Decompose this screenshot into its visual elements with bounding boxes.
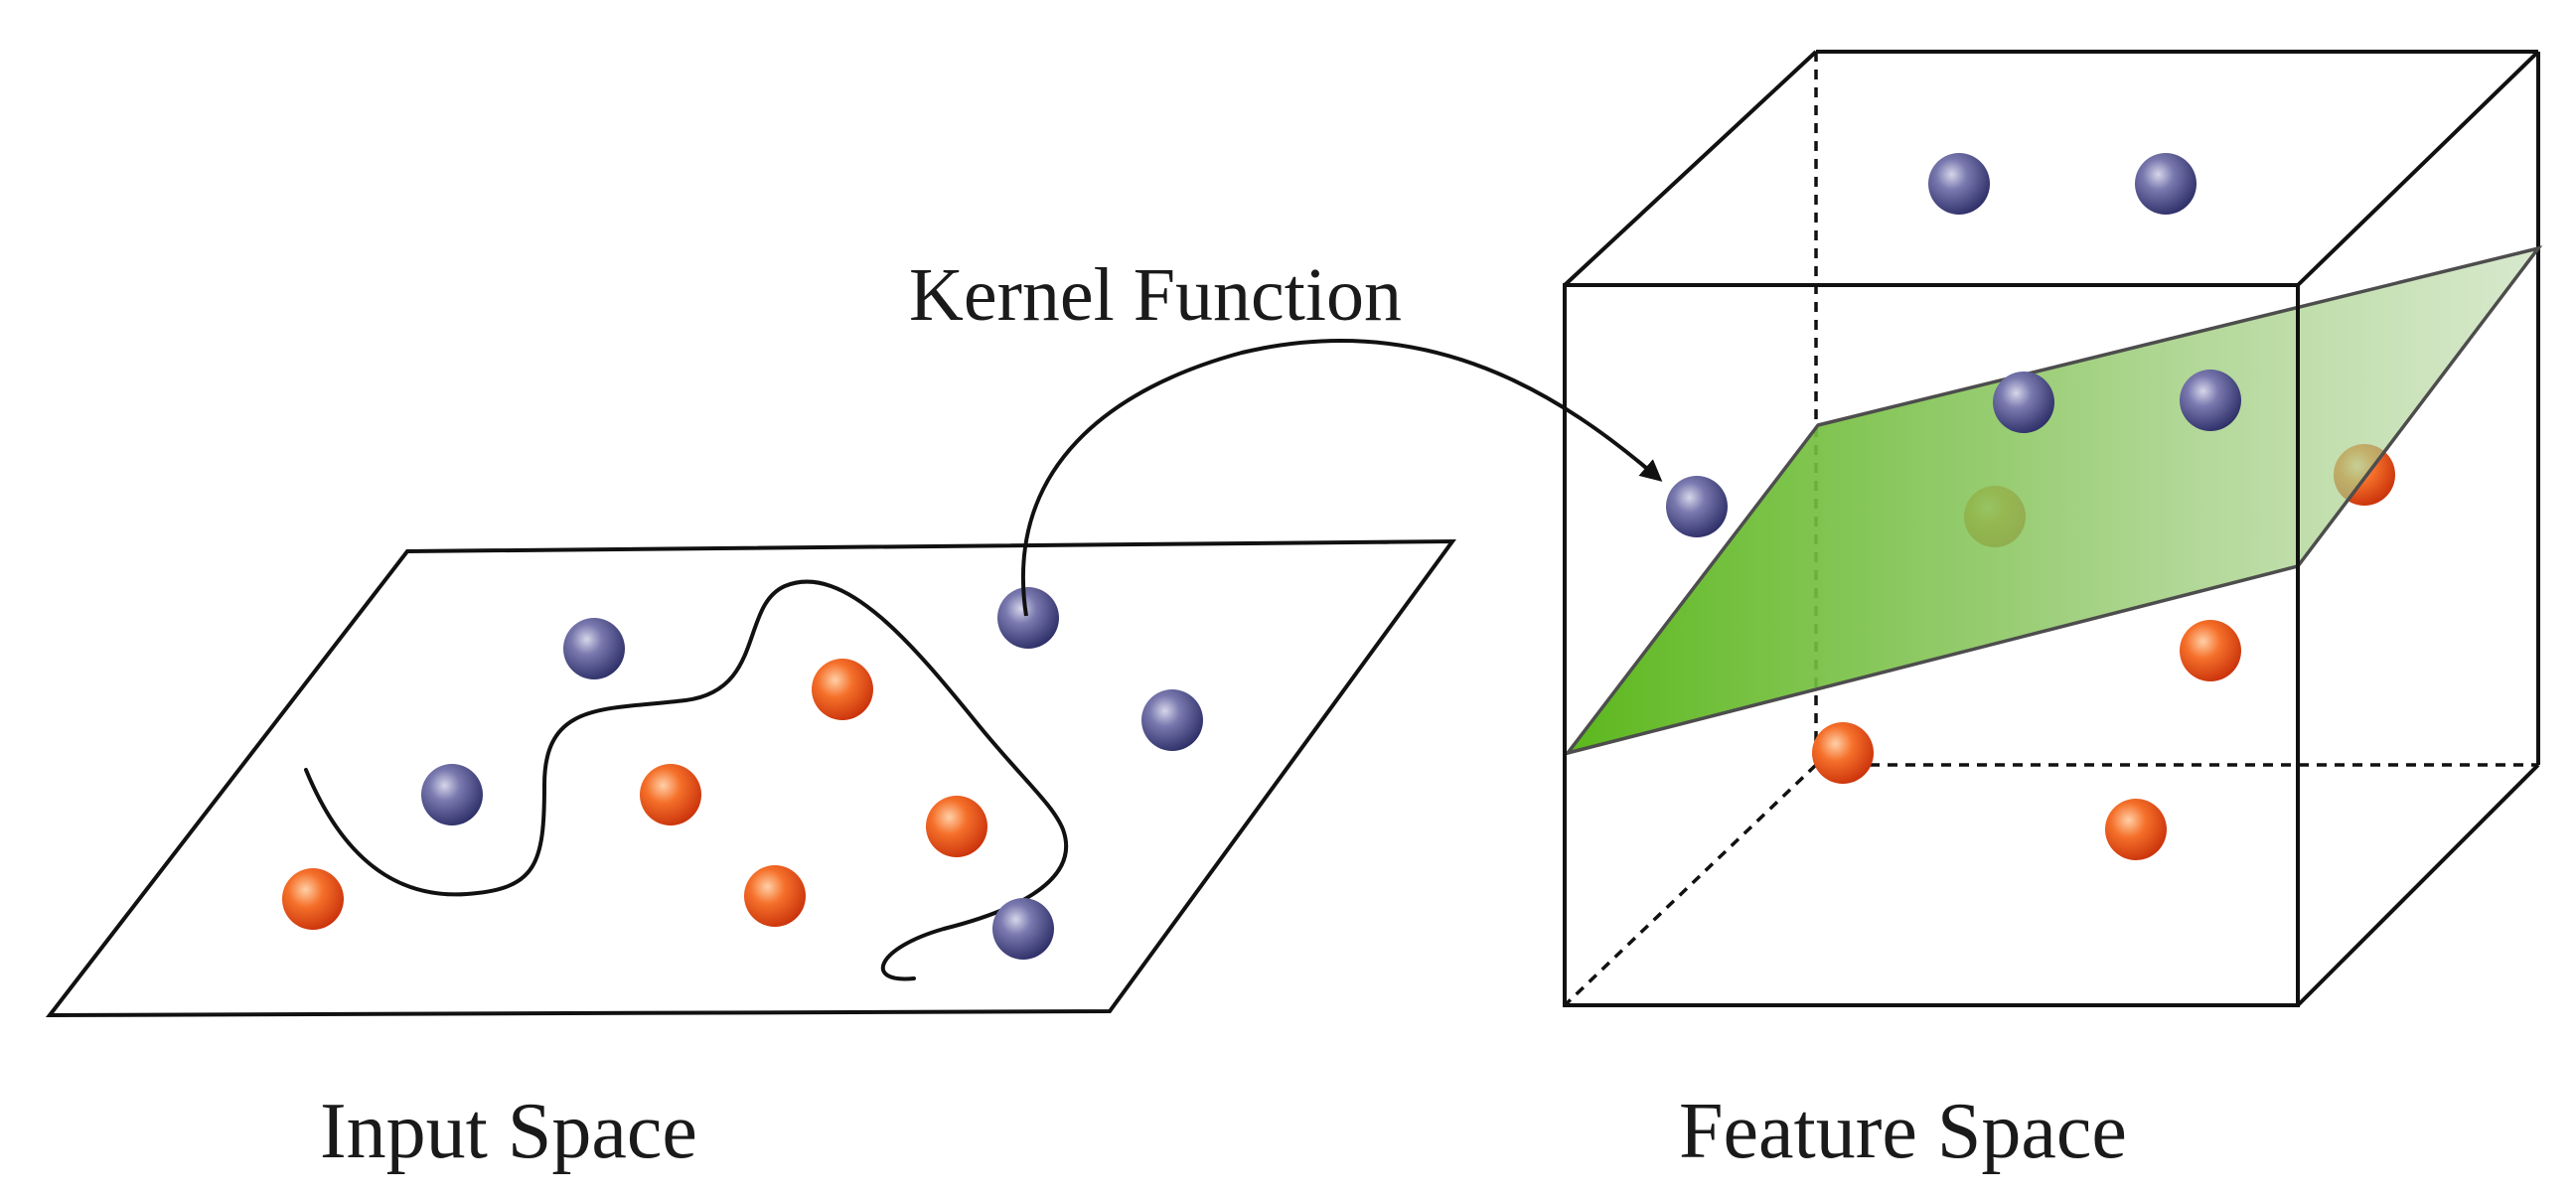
feature-space-panel	[1563, 50, 2543, 1007]
feature-space-label: Feature Space	[1679, 1088, 2127, 1175]
feature-point-class-a	[1666, 476, 1728, 537]
feature-point-class-a	[2135, 153, 2197, 215]
feature-point-class-a	[1993, 372, 2054, 433]
input-point-class-a	[563, 618, 625, 679]
input-point-class-b	[926, 796, 987, 857]
feature-point-class-a	[2180, 370, 2241, 431]
feature-point-class-b	[2180, 620, 2241, 681]
input-space-panel	[45, 538, 1456, 1018]
input-space-label: Input Space	[320, 1088, 697, 1175]
input-point-class-b	[744, 865, 806, 927]
input-point-class-a	[997, 587, 1059, 649]
feature-point-class-b	[2105, 799, 2167, 860]
kernel-function-label: Kernel Function	[909, 253, 1402, 337]
input-point-class-a	[992, 898, 1054, 960]
input-point-class-a	[421, 764, 483, 825]
cube-front-edges	[1563, 50, 2540, 1007]
feature-point-class-a	[1928, 153, 1990, 215]
input-point-class-b	[640, 764, 701, 825]
input-point-class-a	[1141, 689, 1203, 751]
cube-back-edges	[1816, 50, 2540, 765]
kernel-mapping-arrow	[1020, 338, 1663, 617]
feature-point-class-b	[1812, 722, 1874, 784]
input-point-class-b	[282, 868, 344, 930]
input-point-class-b	[812, 659, 873, 720]
input-space-plane	[45, 538, 1456, 1018]
